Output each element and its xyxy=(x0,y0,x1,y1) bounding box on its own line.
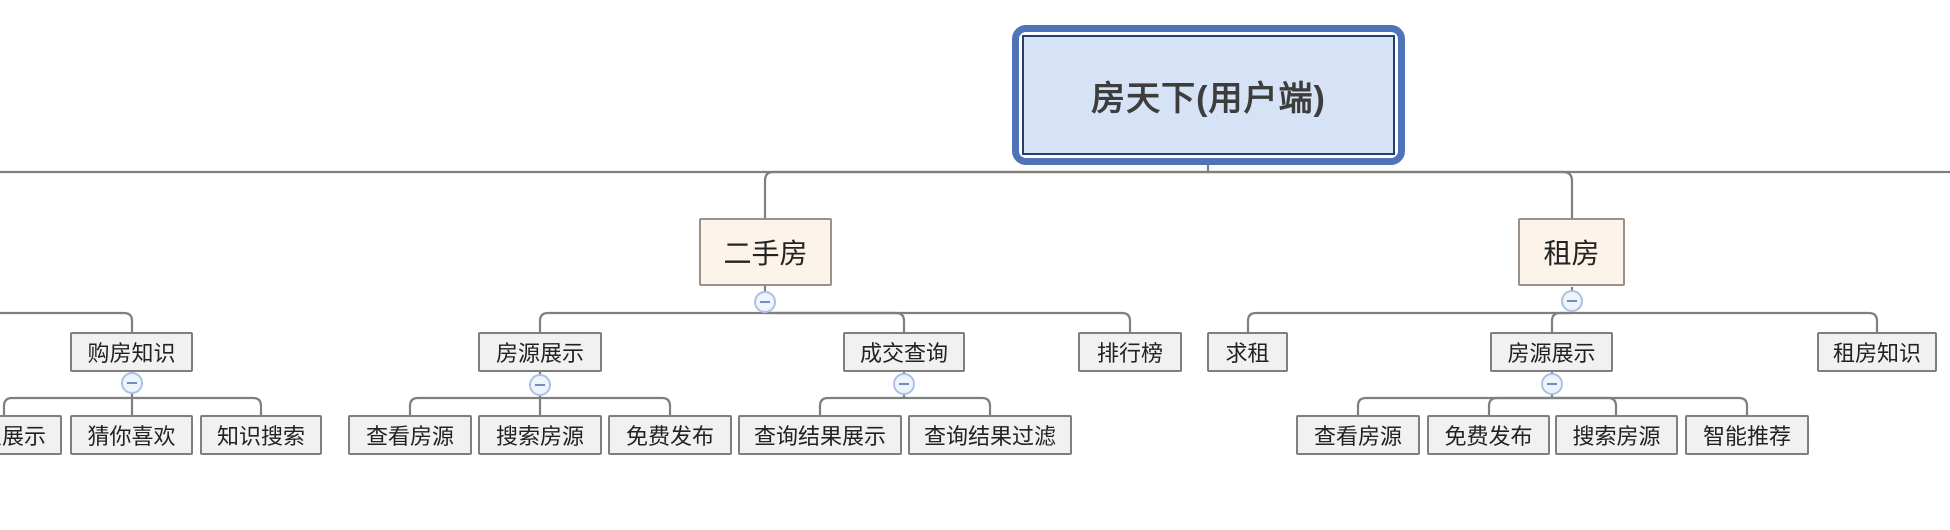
connector xyxy=(1208,170,1574,218)
collapse-button-purchase-knowledge[interactable] xyxy=(121,372,143,394)
topic-view-listings-rent[interactable]: 查看房源 xyxy=(1296,415,1420,455)
collapse-button-deal-query[interactable] xyxy=(893,373,915,395)
connector xyxy=(1356,396,1552,415)
connector xyxy=(765,311,906,332)
topic-rent-knowledge[interactable]: 租房知识 xyxy=(1817,332,1937,372)
collapse-button-second-hand-house[interactable] xyxy=(754,291,776,313)
topic-second-hand-house[interactable]: 二手房 xyxy=(699,218,832,286)
topic-query-result-display[interactable]: 查询结果展示 xyxy=(738,415,902,455)
topic-seek-rent[interactable]: 求租 xyxy=(1207,332,1288,372)
topic-query-result-filter[interactable]: 查询结果过滤 xyxy=(908,415,1072,455)
minus-icon xyxy=(535,384,545,386)
connector xyxy=(1552,396,1749,415)
minus-icon xyxy=(1547,383,1557,385)
connector xyxy=(2,396,132,415)
connector xyxy=(538,311,765,332)
connector xyxy=(904,396,992,415)
connector xyxy=(1550,311,1572,332)
connector xyxy=(1552,396,1618,415)
topic-free-publish-esh[interactable]: 免费发布 xyxy=(608,415,732,455)
connector xyxy=(763,170,1208,218)
topic-knowledge-search[interactable]: 知识搜索 xyxy=(200,415,322,455)
topic-guess-you-like[interactable]: 猜你喜欢 xyxy=(70,415,193,455)
topic-view-listings-esh[interactable]: 查看房源 xyxy=(348,415,472,455)
collapse-button-rent-house[interactable] xyxy=(1561,290,1583,312)
topic-smart-recommend[interactable]: 智能推荐 xyxy=(1685,415,1809,455)
connector xyxy=(818,396,904,415)
minus-icon xyxy=(899,383,909,385)
minus-icon xyxy=(127,382,137,384)
topic-search-listings-rent[interactable]: 搜索房源 xyxy=(1555,415,1678,455)
connector xyxy=(1487,396,1552,415)
connector xyxy=(132,396,263,415)
topic-listing-display-rent[interactable]: 房源展示 xyxy=(1490,332,1613,372)
collapse-button-listing-display-rent[interactable] xyxy=(1541,373,1563,395)
topic-rent-house[interactable]: 租房 xyxy=(1518,218,1625,286)
connector xyxy=(1572,311,1879,332)
connector xyxy=(408,396,540,415)
topic-purchase-knowledge[interactable]: 购房知识 xyxy=(70,332,193,372)
connector xyxy=(0,311,134,332)
topic-deal-query[interactable]: 成交查询 xyxy=(843,332,965,372)
topic-listing-display-esh[interactable]: 房源展示 xyxy=(478,332,602,372)
collapse-button-listing-display-esh[interactable] xyxy=(529,374,551,396)
topic-ranking[interactable]: 排行榜 xyxy=(1078,332,1182,372)
root-topic[interactable]: 房天下(用户端) xyxy=(1012,25,1405,165)
minus-icon xyxy=(1567,300,1577,302)
topic-search-listings-esh[interactable]: 搜索房源 xyxy=(478,415,602,455)
root-topic-label: 房天下(用户端) xyxy=(1022,35,1395,155)
topic-free-publish-rent[interactable]: 免费发布 xyxy=(1427,415,1550,455)
connector xyxy=(540,396,672,415)
connector xyxy=(1246,311,1572,332)
connector xyxy=(765,311,1132,332)
minus-icon xyxy=(760,301,770,303)
